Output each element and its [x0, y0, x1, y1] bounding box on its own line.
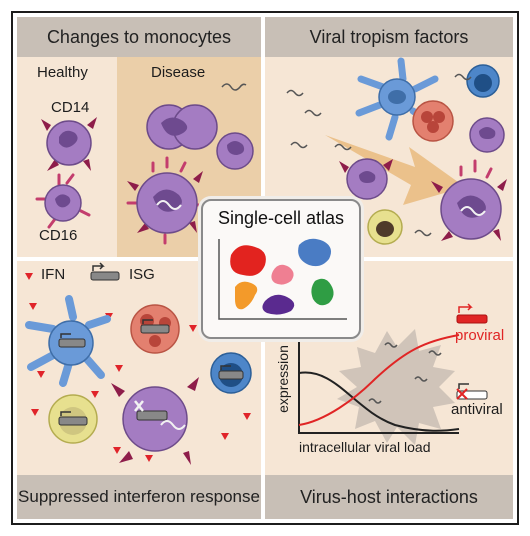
lymphocyte-blue-icon [466, 64, 500, 98]
dendritic-cell-icon [25, 295, 111, 387]
cd14-label: CD14 [51, 99, 90, 116]
tropism-illustrations [286, 57, 507, 245]
panel-title-tropism: Viral tropism factors [265, 17, 513, 57]
infected-monocyte-large-icon [431, 159, 507, 241]
cluster-green [311, 278, 334, 306]
cluster-red [230, 245, 266, 276]
neutrophil-icon [130, 304, 180, 354]
antiviral-curve [298, 371, 460, 432]
virus-particles-icon [286, 73, 472, 237]
proviral-gene-icon [456, 303, 488, 324]
single-cell-atlas-box: Single-cell atlas [201, 199, 361, 339]
panel-title-virus-host: Virus-host interactions [265, 475, 513, 519]
cluster-orange [235, 281, 258, 310]
isg-legend-label: ISG [129, 266, 155, 283]
cd16-label: CD16 [39, 227, 78, 244]
cd14-monocyte-icon [41, 117, 97, 171]
disease-monocyte-icon [216, 132, 254, 170]
umap-axes [218, 239, 347, 320]
yellow-cell-icon [48, 394, 98, 444]
monocyte-illustrations [35, 83, 254, 245]
infected-cell-background-icon [337, 329, 455, 445]
dendritic-cell-icon [355, 57, 439, 141]
monocyte-small-icon [469, 117, 505, 153]
interferon-illustrations [25, 262, 252, 465]
disease-infected-monocyte-icon [126, 156, 208, 245]
antiviral-label: antiviral [451, 401, 503, 418]
y-axis-label: expression [274, 345, 291, 413]
isg-gene-icon [90, 262, 120, 281]
cluster-blue [298, 238, 331, 267]
cd16-monocyte-icon [35, 173, 91, 229]
panel-title-interferon: Suppressed interferon response [17, 475, 261, 519]
disease-label: Disease [151, 64, 206, 81]
panel-tropism: Viral tropism factors [265, 17, 513, 257]
proviral-label: proviral [455, 327, 505, 344]
neutrophil-icon [412, 100, 454, 142]
figure-frame: Changes to monocytes Healthy Disease CD1… [11, 11, 519, 525]
cluster-purple [262, 294, 295, 315]
atlas-umap [218, 238, 347, 320]
ifn-legend-label: IFN [41, 266, 66, 283]
cluster-pink [271, 264, 294, 285]
panel-title-monocytes: Changes to monocytes [17, 17, 261, 57]
antiviral-gene-icon [456, 383, 488, 400]
plot-axes [298, 337, 459, 434]
ifn-triangle-icon [25, 273, 33, 280]
atlas-title: Single-cell atlas [217, 208, 345, 228]
panel-monocytes: Changes to monocytes Healthy Disease CD1… [17, 17, 261, 257]
x-axis-label: intracellular viral load [299, 439, 431, 455]
virus-host-plot [298, 303, 488, 445]
yellow-cell-icon [367, 209, 403, 245]
virus-icon [221, 83, 247, 91]
ifn-particles-icon [29, 303, 251, 462]
umap-clusters [230, 238, 334, 315]
infected-monocyte-icon [111, 377, 199, 465]
lymphocyte-blue-icon [210, 352, 252, 394]
disease-monocyte-large-icon [146, 104, 218, 150]
virus-particles-icon [368, 342, 442, 404]
proviral-curve [298, 334, 460, 426]
infected-monocyte-icon [339, 158, 393, 207]
progression-arrow-icon [325, 135, 465, 205]
healthy-label: Healthy [37, 64, 88, 81]
